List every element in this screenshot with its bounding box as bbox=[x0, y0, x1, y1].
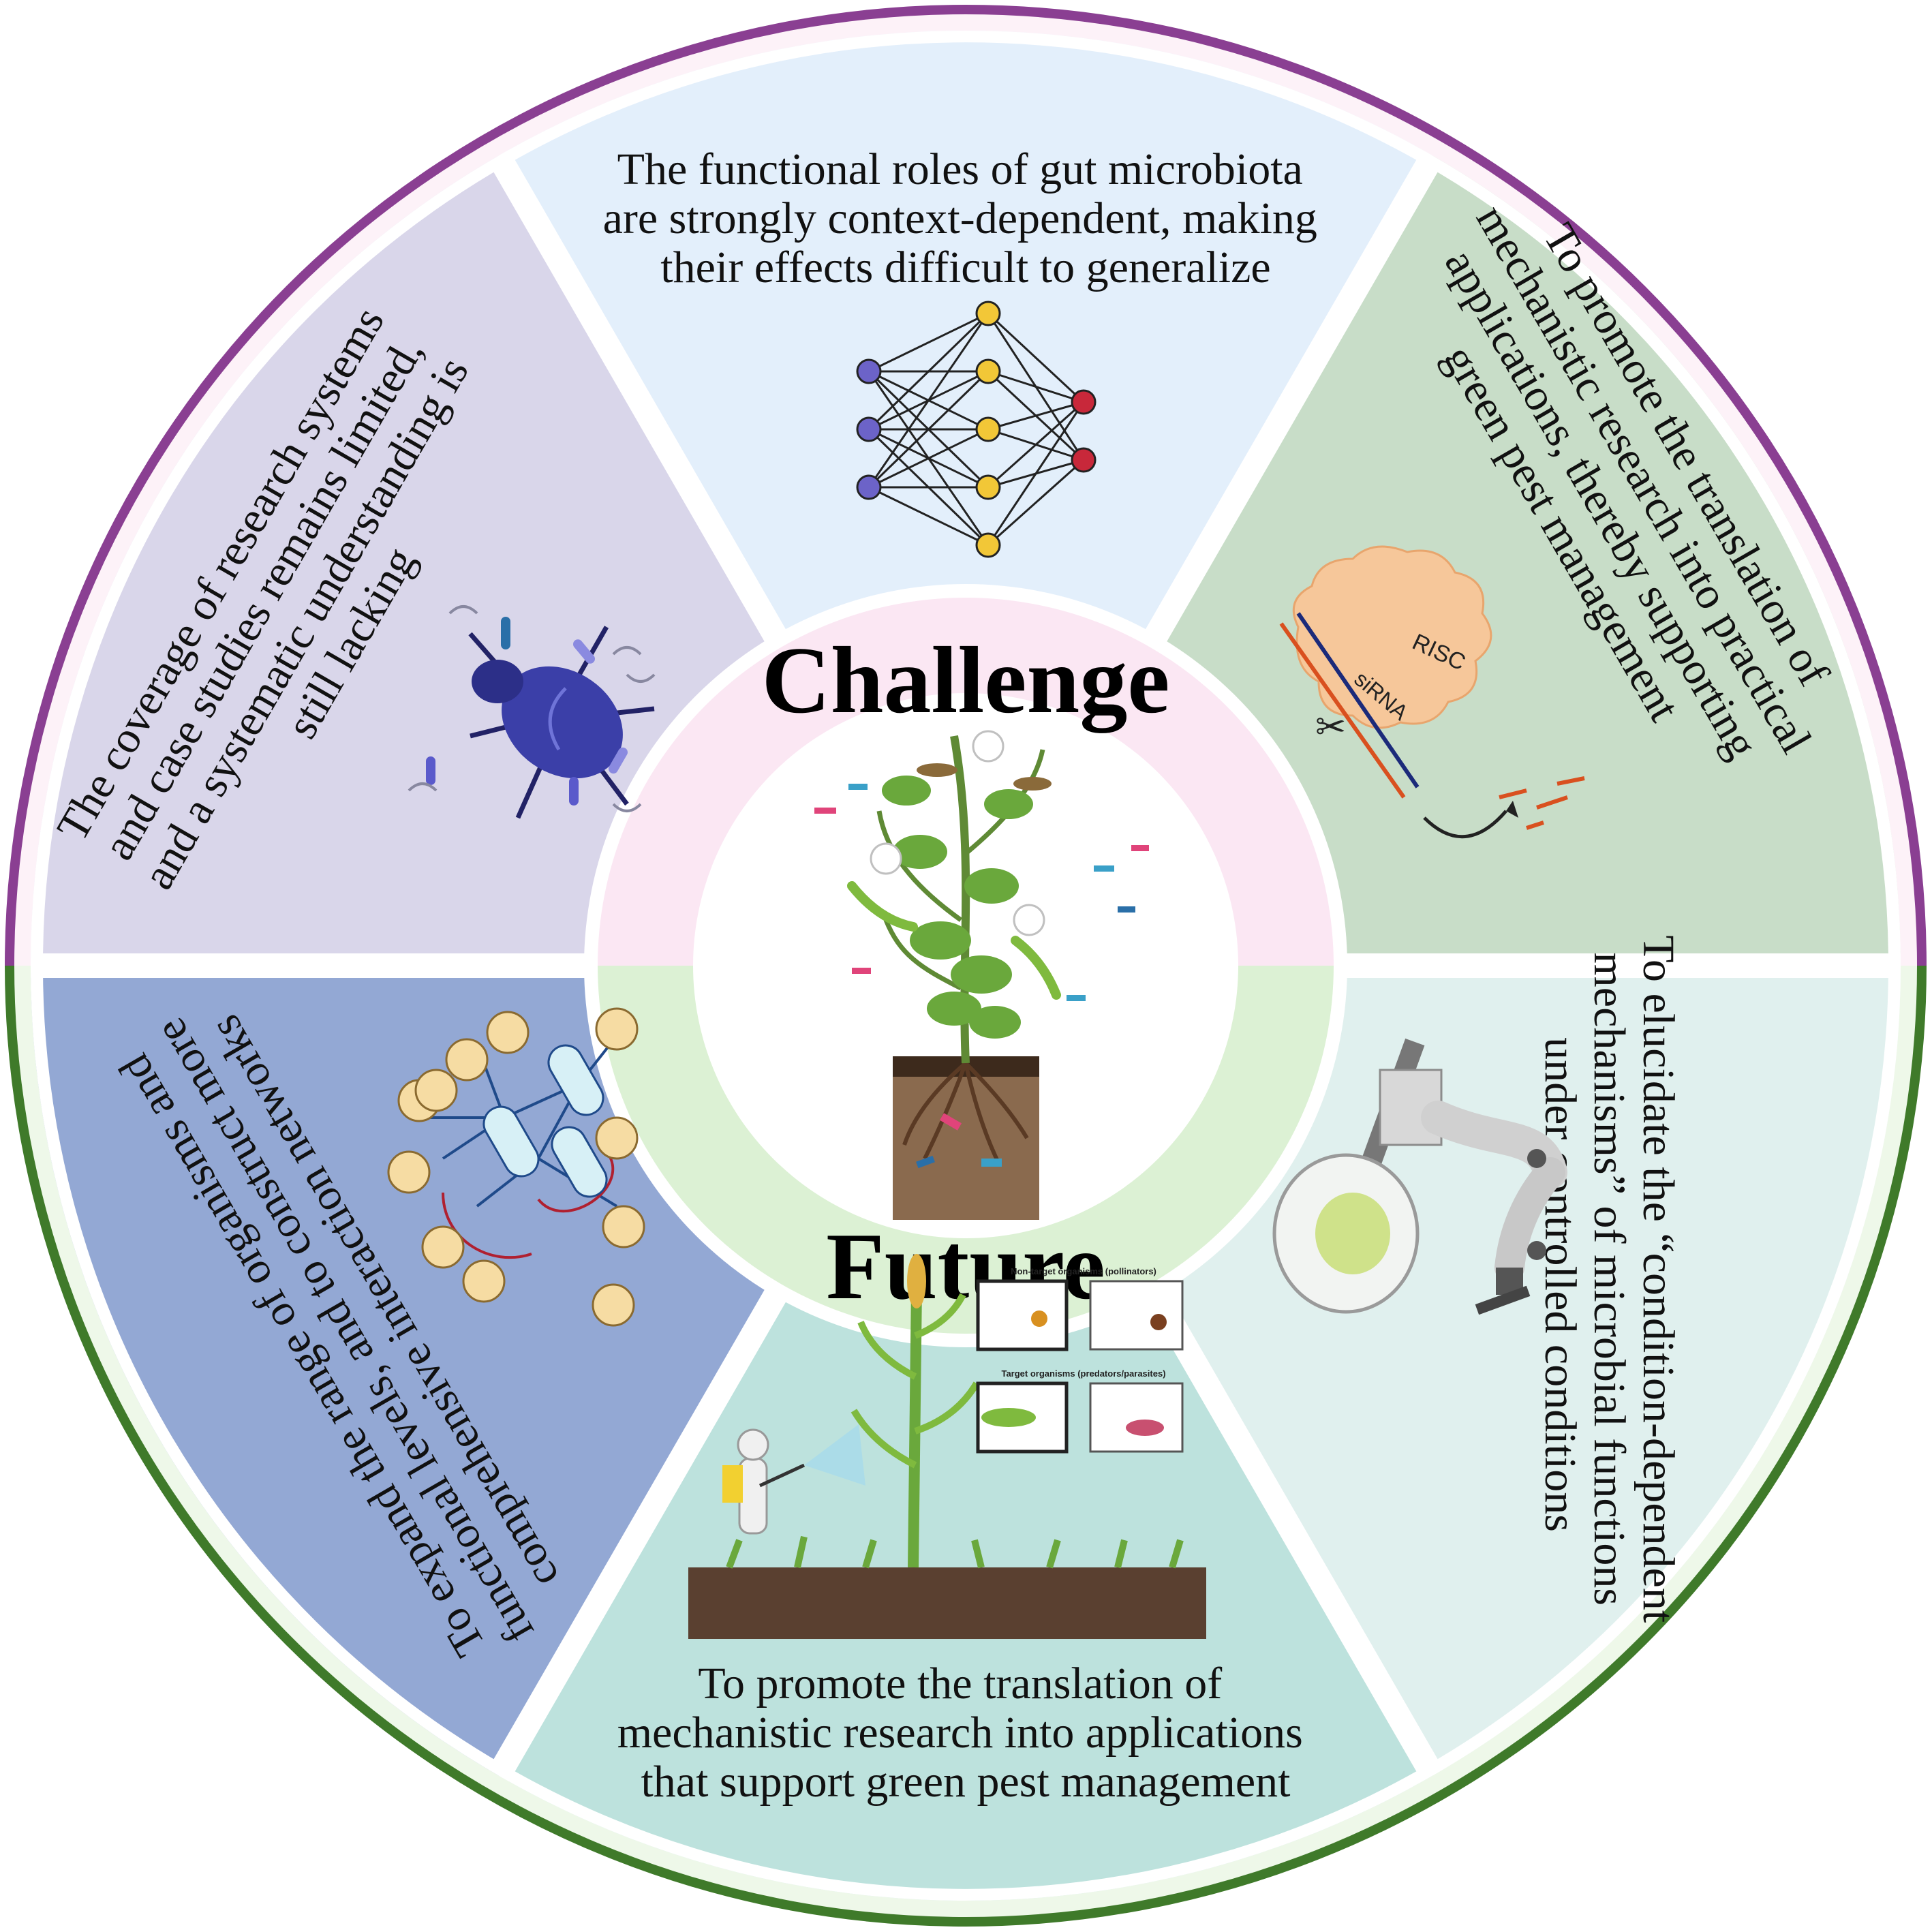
robot-arm-petri-dish-icon bbox=[1272, 1038, 1567, 1315]
central-hub: Challenge Future bbox=[584, 584, 1347, 1347]
plant-with-microbes-icon bbox=[814, 730, 1149, 1220]
rnai-risc-icon: RISC siRNA ✂ bbox=[1279, 545, 1585, 839]
segment-lower-right-line-3: under controlled conditions bbox=[1535, 1037, 1585, 1532]
svg-text:To promote the translation of: To promote the translation of mechanisti… bbox=[617, 1659, 1315, 1807]
segment-top-line-1: The functional roles of gut microbiota bbox=[617, 144, 1303, 194]
segment-bottom-line-1: To promote the translation of bbox=[698, 1659, 1222, 1708]
segment-lower-right-content: To elucidate the “condition-dependent me… bbox=[1272, 935, 1683, 1634]
target-organisms-label: Target organisms (predators/parasites) bbox=[1001, 1368, 1165, 1379]
gene-regulatory-network-icon bbox=[387, 1007, 645, 1327]
svg-text:The functional roles of gut mi: The functional roles of gut microbiota a… bbox=[603, 144, 1329, 292]
farmer-sprayer-icon bbox=[722, 1424, 865, 1535]
segment-bottom-content: Non-target organisms (pollinators) Targe… bbox=[617, 1254, 1315, 1807]
segment-top-content: The functional roles of gut microbiota a… bbox=[603, 144, 1329, 558]
segment-bottom-line-2: mechanistic research into applications bbox=[617, 1708, 1303, 1758]
segment-lower-right-line-1: To elucidate the “condition-dependent bbox=[1634, 935, 1683, 1623]
beetle-microbes-icon bbox=[408, 605, 656, 819]
neural-network-icon bbox=[856, 301, 1097, 558]
segment-lower-right-line-2: mechanisms” of microbial functions bbox=[1584, 952, 1634, 1606]
scissors-icon: ✂ bbox=[1315, 707, 1346, 748]
hub-title-challenge: Challenge bbox=[762, 628, 1170, 733]
nontarget-organisms-label: Non-target organisms (pollinators) bbox=[1011, 1266, 1156, 1276]
segment-top-line-2: are strongly context-dependent, making bbox=[603, 194, 1317, 243]
svg-text:To elucidate the “condition-de: To elucidate the “condition-dependent me… bbox=[1535, 935, 1683, 1634]
transcription-factor-node bbox=[482, 1105, 540, 1178]
segment-top-line-3: their effects difficult to generalize bbox=[660, 243, 1270, 292]
field-spraying-icon: Non-target organisms (pollinators) Targe… bbox=[688, 1254, 1206, 1639]
segment-bottom-line-3: that support green pest management bbox=[641, 1757, 1290, 1807]
challenge-ring-stroke bbox=[5, 5, 1927, 966]
future-ring-stroke bbox=[5, 966, 1927, 1927]
